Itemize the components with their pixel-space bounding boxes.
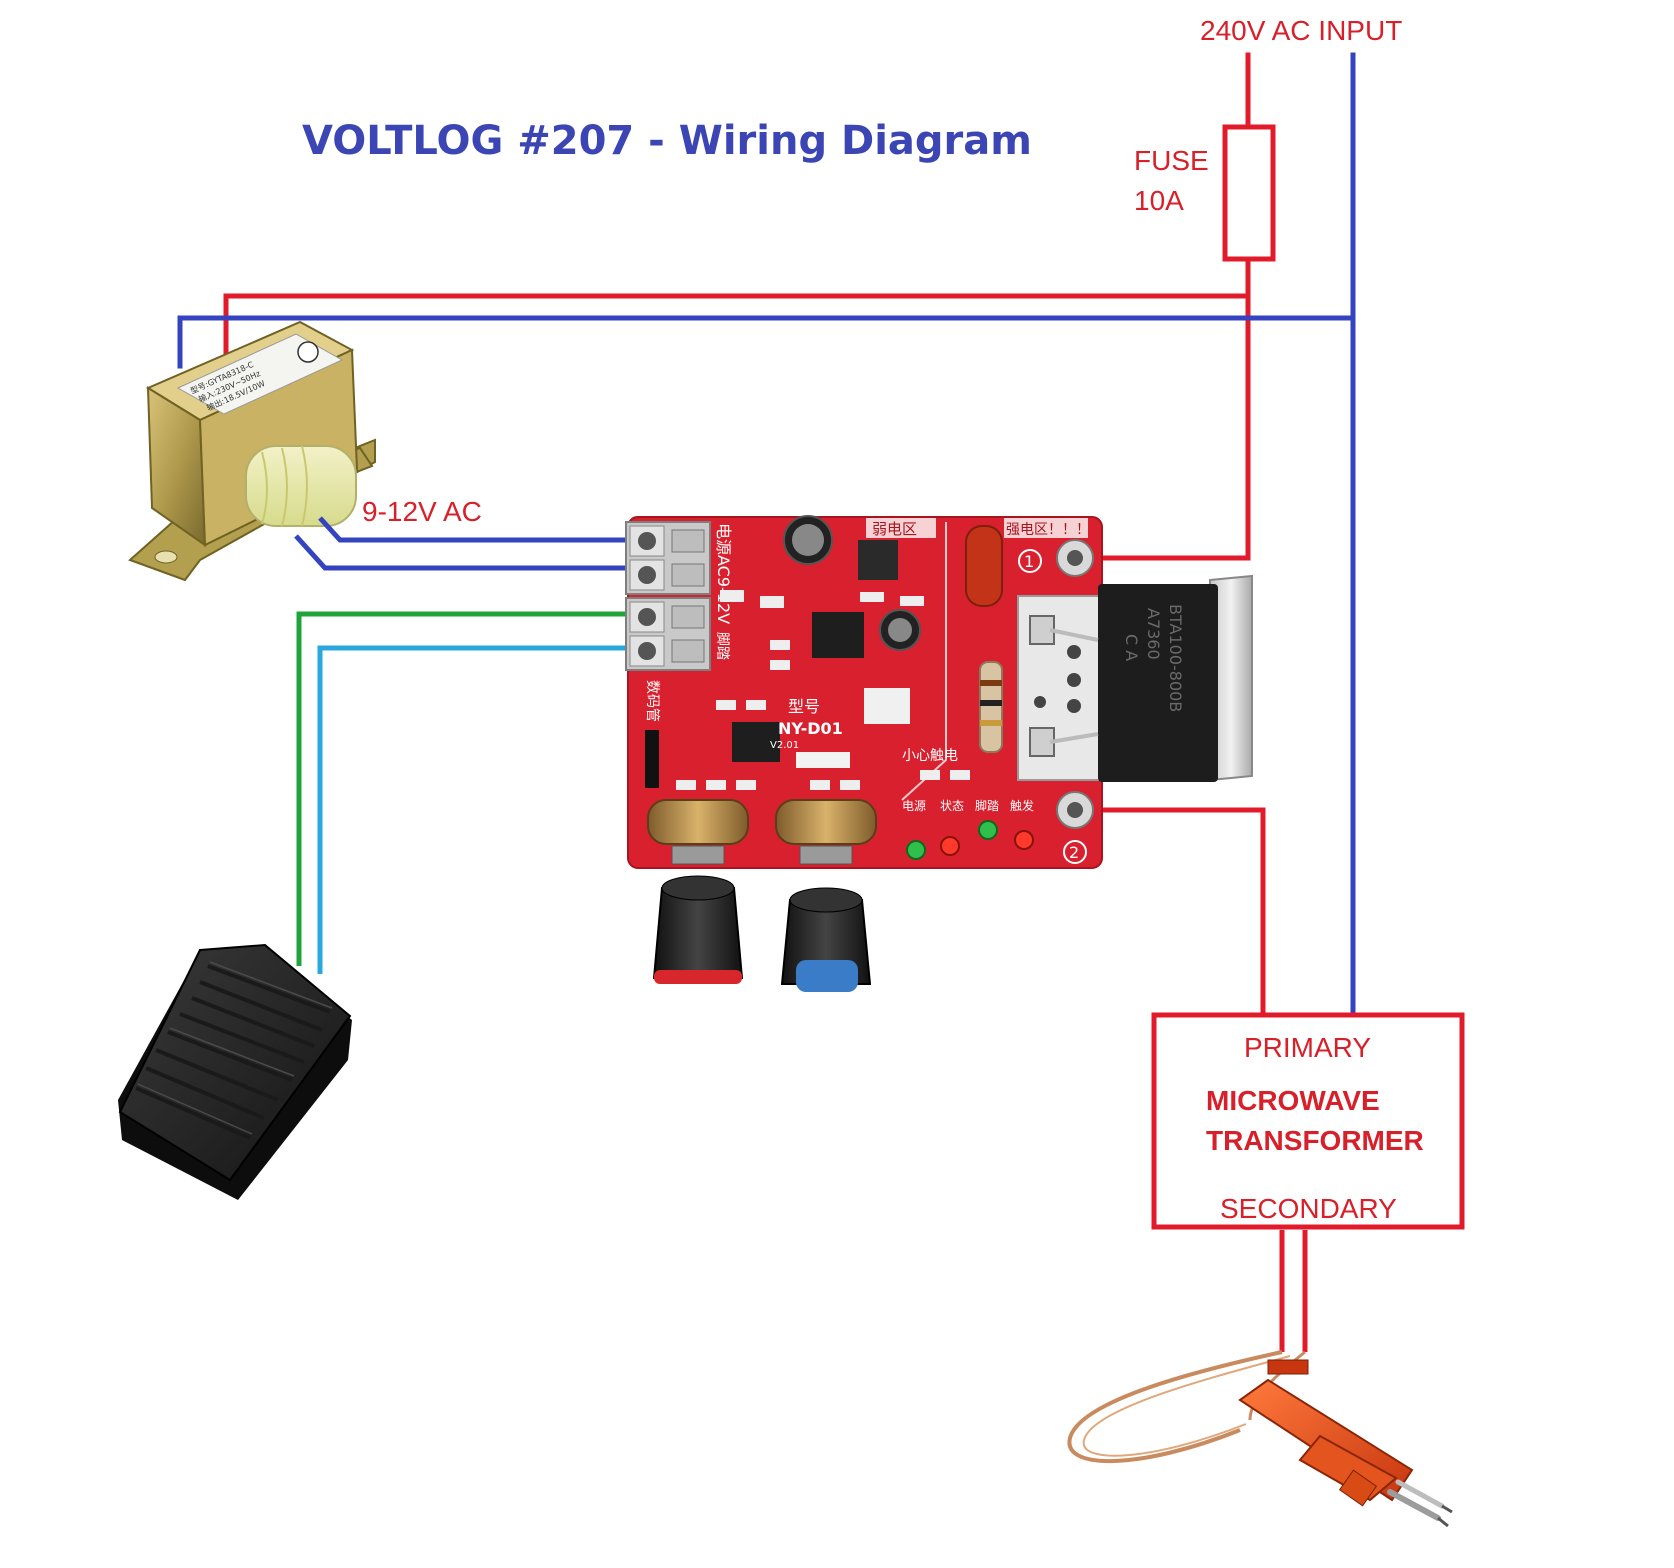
led-label-trigger: 触发 xyxy=(1010,798,1034,813)
board-display-label: 数码管 xyxy=(644,680,660,722)
secondary-wiring xyxy=(294,516,630,571)
led-label-status: 状态 xyxy=(940,799,964,813)
model-number: NY-D01 xyxy=(778,719,843,738)
triac-marking-2: A7360 xyxy=(1144,608,1163,660)
spot-welder-controller-board: 电源AC9-12V 脚踏 数码管 xyxy=(625,515,1253,992)
mot-title-line-2: TRANSFORMER xyxy=(1206,1125,1424,1156)
secondary-leads xyxy=(1279,1230,1308,1352)
weak-zone-label: 弱电区 xyxy=(872,520,917,538)
mot-title-line-1: MICROWAVE xyxy=(1206,1085,1380,1116)
pedal-wire-cyan xyxy=(317,645,630,974)
board-version: V2.01 xyxy=(770,740,799,751)
mot-box xyxy=(1151,1012,1465,1230)
board-power-label: 电源AC9-12V xyxy=(714,523,733,624)
led-trigger xyxy=(1014,830,1034,850)
led-label-foot: 脚踏 xyxy=(975,798,999,813)
step-down-transformer: 型号:GYTA8318-C 输入:230V~50Hz 输出:18.5V/10W xyxy=(128,320,376,582)
triac-marking-1: BTA100-800B xyxy=(1166,604,1185,712)
primary-label: PRIMARY xyxy=(1244,1032,1371,1063)
led-foot xyxy=(978,820,998,840)
led-power xyxy=(906,840,926,860)
fuse-rating-label: 10A xyxy=(1134,185,1184,216)
live-wire-after-fuse xyxy=(1077,257,1251,561)
caution-label: 小心触电 xyxy=(902,748,958,764)
pedal-wire-green xyxy=(296,611,630,966)
board-foot-label: 脚踏 xyxy=(714,632,730,660)
led-status xyxy=(940,836,960,856)
microwave-transformer: PRIMARY MICROWAVE TRANSFORMER SECONDARY xyxy=(1151,1012,1465,1230)
model-label: 型号 xyxy=(788,697,820,716)
secondary-voltage-label: 9-12V AC xyxy=(362,496,482,527)
welding-pen xyxy=(1067,1350,1453,1528)
strong-zone-label: 强电区！！！ xyxy=(1006,522,1090,538)
pedal-terminal-block[interactable] xyxy=(625,597,711,671)
ac-input-label: 240V AC INPUT xyxy=(1200,15,1402,46)
switched-wire-to-primary xyxy=(1077,807,1266,1017)
triac-marking-3: C A xyxy=(1122,634,1141,661)
live-wire-to-transformer xyxy=(223,293,1251,355)
potentiometer-right[interactable] xyxy=(775,799,877,992)
terminal-2-label: 2 xyxy=(1069,843,1079,862)
fuse-symbol xyxy=(1222,124,1276,262)
diagram-title: VOLTLOG #207 - Wiring Diagram xyxy=(302,118,1032,164)
fuse-label: FUSE xyxy=(1134,145,1209,176)
led-label-power: 电源 xyxy=(902,799,926,813)
mains-wiring xyxy=(177,52,1356,1017)
foot-pedal xyxy=(118,943,352,1200)
potentiometer-left[interactable] xyxy=(647,799,749,984)
power-terminal-block[interactable] xyxy=(625,521,711,595)
neutral-wire-to-transformer xyxy=(177,315,1356,369)
triac-heatsink: BTA100-800B A7360 C A xyxy=(1017,574,1253,782)
terminal-1-label: 1 xyxy=(1024,552,1034,571)
secondary-label: SECONDARY xyxy=(1220,1193,1397,1224)
